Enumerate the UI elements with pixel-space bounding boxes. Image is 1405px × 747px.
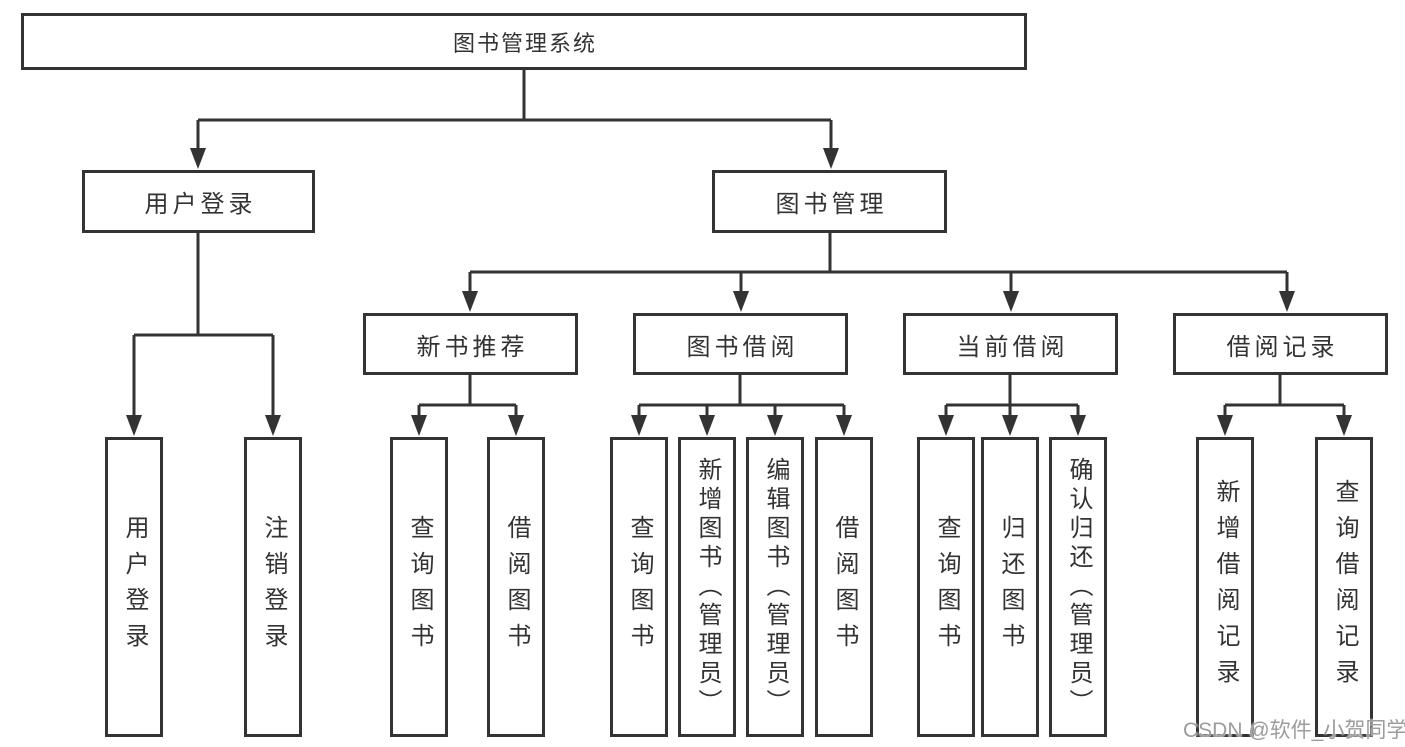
leaf-bb-add-books-admin: 新增图书（管理员） xyxy=(678,437,736,737)
leaf-cb-return-books: 归还图书 xyxy=(981,437,1039,737)
csdn-watermark: CSDN @软件_小贺同学 xyxy=(1183,719,1405,742)
leaf-bb-edit-books-admin: 编辑图书（管理员） xyxy=(746,437,804,737)
node-book-borrow: 图书借阅 xyxy=(633,313,848,375)
leaf-br-query-record: 查询借阅记录 xyxy=(1315,437,1373,737)
node-library-management-system: 图书管理系统 xyxy=(21,13,1027,70)
leaf-user-login: 用户登录 xyxy=(105,437,163,737)
node-current-borrow: 当前借阅 xyxy=(903,313,1118,375)
leaf-nbr-borrow-books: 借阅图书 xyxy=(487,437,545,737)
leaf-cb-confirm-return-admin: 确认归还（管理员） xyxy=(1049,437,1107,737)
leaf-logout: 注销登录 xyxy=(244,437,302,737)
leaf-cb-query-books: 查询图书 xyxy=(917,437,975,737)
leaf-nbr-query-books: 查询图书 xyxy=(390,437,448,737)
leaf-br-add-record: 新增借阅记录 xyxy=(1196,437,1254,737)
node-borrow-records: 借阅记录 xyxy=(1173,313,1388,375)
node-book-management: 图书管理 xyxy=(712,170,947,233)
node-user-login: 用户登录 xyxy=(82,170,315,233)
leaf-bb-borrow-books: 借阅图书 xyxy=(815,437,873,737)
leaf-bb-query-books: 查询图书 xyxy=(610,437,668,737)
node-new-book-recommend: 新书推荐 xyxy=(363,313,578,375)
